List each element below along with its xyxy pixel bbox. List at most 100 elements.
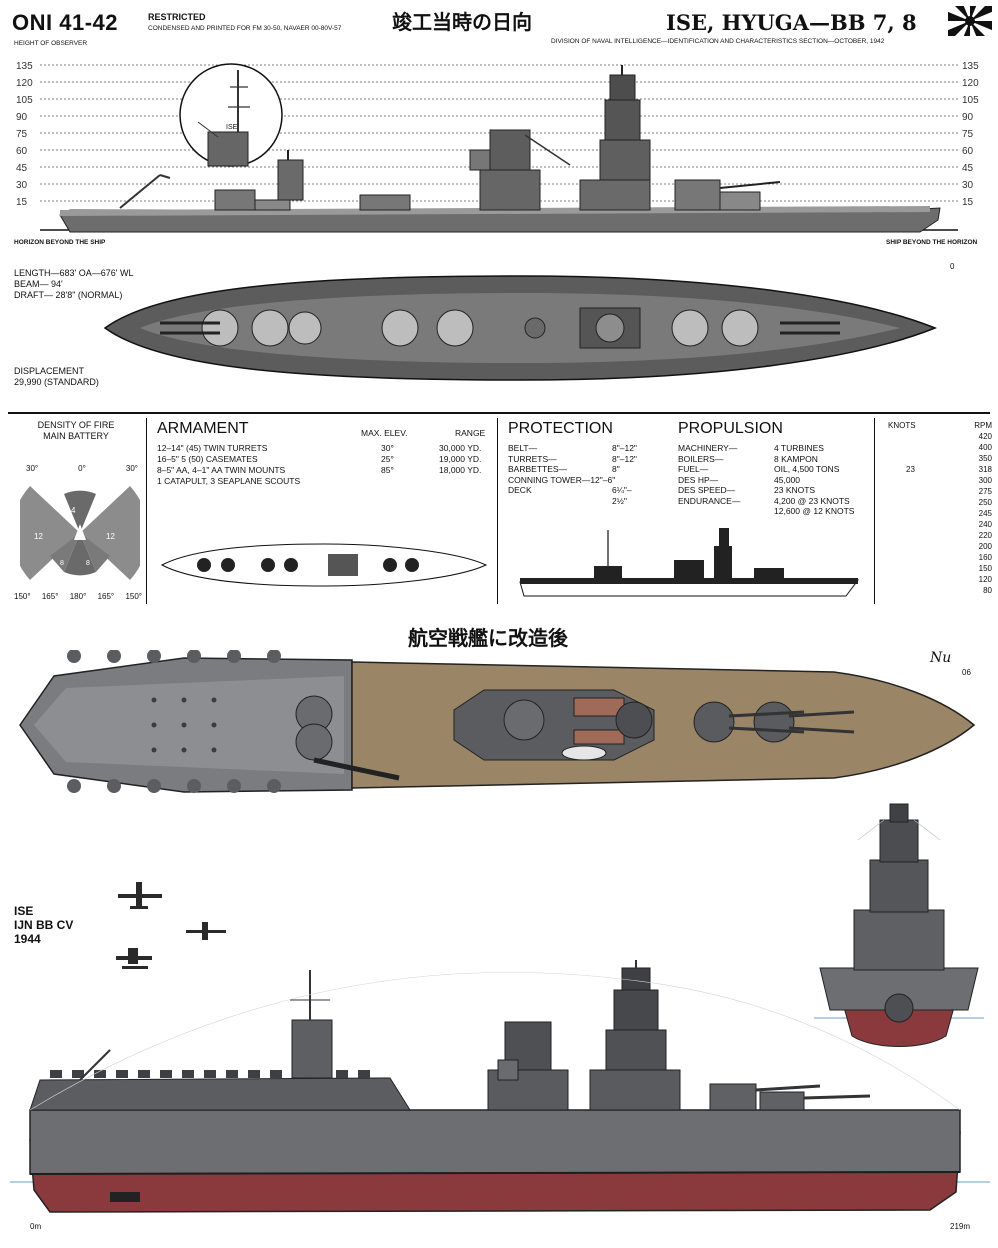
knots-rpm-row: 350 (876, 453, 996, 464)
armament-weapon: 12–14" (45) TWIN TURRETS (157, 443, 268, 453)
armament-col-elev: MAX. ELEV. (361, 428, 408, 438)
propulsion-item: MACHINERY— (678, 443, 738, 453)
knots-divider (874, 418, 875, 604)
rpm-value: 150 (978, 564, 992, 573)
height-of-observer-label: HEIGHT OF OBSERVER (14, 40, 88, 47)
scale-left-tick: 75 (16, 129, 28, 140)
ship-profile-sketch (519, 528, 860, 597)
protection-value: 8"–12" (612, 443, 637, 453)
armament-row: 12–14" (45) TWIN TURRETS 30° 30,000 YD. (157, 443, 495, 454)
armament-col-range: RANGE (455, 428, 486, 438)
armament-plan-sketch (160, 543, 488, 587)
armament-range: 18,000 YD. (439, 465, 482, 475)
protection-item: BELT— (508, 443, 538, 453)
armament-weapon: 8–5" AA, 4–1" AA TWIN MOUNTS (157, 465, 286, 475)
density-top-angle: 0° (78, 464, 86, 473)
propulsion-row: ENDURANCE—4,200 @ 23 KNOTS (678, 496, 874, 507)
scale-right-tick: 135 (962, 61, 979, 72)
restricted-line1: RESTRICTED (148, 12, 206, 22)
protection-item: BARBETTES— (508, 464, 568, 474)
knots-rpm-row: 160 (876, 552, 996, 563)
ship-profile-1944 (10, 960, 990, 1213)
armament-elev: 85° (381, 465, 394, 475)
protection-heading: PROTECTION (508, 420, 613, 437)
ship-bow-view-1944 (814, 803, 984, 1047)
propulsion-value: OIL, 4,500 TONS (774, 464, 840, 474)
scale-end: 219m (950, 1222, 971, 1231)
propulsion-row: 12,600 @ 12 KNOTS (678, 506, 874, 517)
propulsion-row: MACHINERY—4 TURBINES (678, 443, 874, 454)
beam-text: BEAM— 94' (14, 279, 63, 289)
scale-left-tick: 45 (16, 163, 28, 174)
restricted-note: RESTRICTED CONDENSED AND PRINTED FOR FM … (148, 12, 341, 34)
dimensions: LENGTH—683' OA—676' WL BEAM— 94' DRAFT— … (14, 268, 133, 301)
scale-right-tick: 60 (962, 146, 974, 157)
ship-profile-1942 (59, 65, 941, 233)
protection-row: BELT— 8"–12" (508, 443, 668, 454)
zero-mark: 0 (950, 262, 955, 271)
rpm-col-head: RPM (974, 421, 992, 430)
knots-rpm-row: 150 (876, 563, 996, 574)
sector-num-5: 8 (86, 560, 90, 567)
scale-right-tick: 45 (962, 163, 974, 174)
knots-rpm-row: 200 (876, 541, 996, 552)
protection-item: TURRETS— (508, 453, 557, 464)
propulsion-row: FUEL— OIL, 4,500 TONS (678, 464, 874, 475)
density-title-line1: DENSITY OF FIRE (37, 420, 115, 430)
rpm-value: 220 (978, 531, 992, 540)
knots-rpm-row: 120 (876, 574, 996, 585)
protection-value: 2½" (612, 495, 627, 506)
scale-right-tick: 30 (962, 180, 974, 191)
propulsion-item: FUEL— (678, 464, 709, 474)
armament-elev: 30° (381, 443, 394, 453)
jp-title-conversion: 航空戦艦に改造後 (408, 626, 568, 650)
mast-inset (179, 63, 283, 167)
scale-right-tick: 75 (962, 129, 974, 140)
armament-heading: ARMAMENT (157, 420, 249, 437)
armament-range: 19,000 YD. (439, 454, 482, 464)
density-title-line2: MAIN BATTERY (43, 431, 109, 441)
rpm-value: 350 (978, 454, 992, 463)
scale-right-tick: 15 (962, 197, 974, 208)
knots-rpm-row: 220 (876, 530, 996, 541)
knots-rpm-row: 80 (876, 585, 996, 596)
sector-num-3: 12 (106, 532, 115, 541)
scale-left-tick: 60 (16, 146, 28, 157)
propulsion-row: DES HP—45,000 (678, 475, 874, 486)
propulsion-value: 4,200 @ 23 KNOTS (774, 495, 850, 506)
displacement: DISPLACEMENT 29,990 (STANDARD) (14, 366, 99, 388)
horizon-left: HORIZON BEYOND THE SHIP (14, 239, 106, 246)
armament-range: 30,000 YD. (439, 443, 482, 453)
armament-weapon: 16–5" 5 (50) CASEMATES (157, 454, 258, 464)
density-bottom-angle: 150° (125, 592, 142, 601)
density-bottom-angle: 150° (14, 592, 31, 601)
protection-divider (497, 418, 498, 604)
protection-row: BARBETTES— 8" (508, 464, 668, 475)
scale-left-tick: 105 (16, 95, 33, 106)
ise-1944-label: ISE IJN BB CV 1944 (14, 904, 73, 946)
ise-label-line3: 1944 (14, 932, 41, 946)
density-top-angle: 30° (125, 464, 138, 473)
ship-plan-view-1942 (103, 275, 938, 381)
sector-num-1: 4 (71, 506, 76, 515)
inset-label: ISE (226, 124, 238, 131)
length-text: LENGTH—683' OA—676' WL (14, 268, 134, 278)
jp-title-completion: 竣工当時の日向 (392, 10, 532, 34)
rpm-value: 160 (978, 553, 992, 562)
ship-title: ISE, HYUGA—BB 7, 8 (666, 10, 917, 35)
signature-number: 06 (962, 668, 971, 677)
protection-row: CONNING TOWER—12"–6" (508, 475, 668, 486)
protection-value: 8" (612, 464, 620, 474)
scale-left-tick: 120 (16, 78, 33, 89)
propulsion-item: DES HP— (678, 474, 719, 485)
rpm-value: 300 (978, 476, 992, 485)
scale-start: 0m (30, 1222, 42, 1231)
density-bottom-angle: 165° (41, 592, 59, 601)
doc-id: ONI 41-42 (12, 10, 118, 35)
protection-row: 2½" (508, 496, 668, 507)
propulsion-item: DES SPEED— (678, 485, 736, 495)
armament-row: 8–5" AA, 4–1" AA TWIN MOUNTS 85° 18,000 YD… (157, 465, 495, 476)
